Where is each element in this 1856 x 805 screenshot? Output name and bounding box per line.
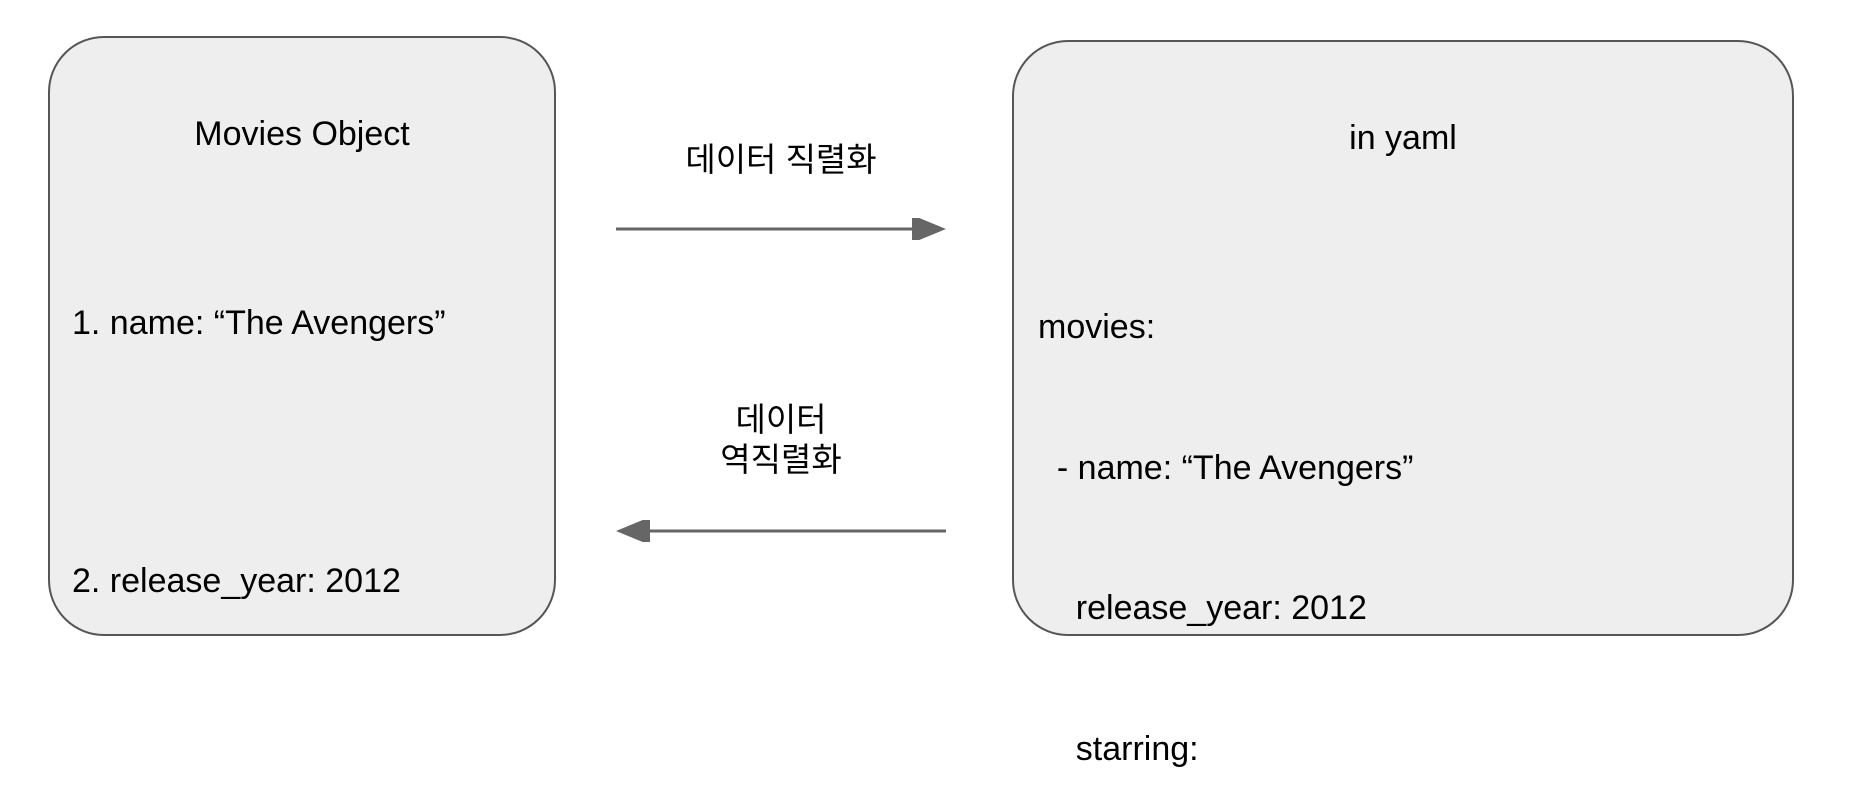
object-line-2: 2. release_year: 2012 (72, 562, 401, 601)
object-line-1: 1. name: “The Avengers” (72, 303, 446, 342)
yaml-line-1: movies: (1038, 307, 1156, 346)
yaml-line-4: starring: (1038, 729, 1199, 768)
serialize-arrow-label: 데이터 직렬화 (685, 141, 877, 178)
yaml-body: movies: - name: “The Avengers” release_y… (1038, 210, 1418, 805)
deserialize-arrow-label: 데이터 역직렬화 (720, 401, 842, 479)
movies-object-title: Movies Object (194, 115, 410, 153)
serialize-arrow-group: 데이터 직렬화 (616, 140, 946, 250)
yaml-line-3: release_year: 2012 (1038, 589, 1367, 628)
arrow-right-icon (616, 218, 946, 240)
movies-object-node[interactable]: Movies Object 1. name: “The Avengers” 2.… (48, 36, 556, 636)
deserialize-arrow-group: 데이터 역직렬화 (616, 400, 946, 560)
movies-object-body: 1. name: “The Avengers” 2. release_year:… (72, 206, 446, 805)
yaml-title: in yaml (1349, 119, 1457, 157)
yaml-node[interactable]: in yaml movies: - name: “The Avengers” r… (1012, 40, 1794, 768)
arrow-left-icon (616, 520, 946, 542)
object-line-spacer-1 (72, 441, 446, 465)
object-line-spacer-2 (72, 699, 446, 723)
yaml-line-2: - name: “The Avengers” (1038, 448, 1414, 487)
